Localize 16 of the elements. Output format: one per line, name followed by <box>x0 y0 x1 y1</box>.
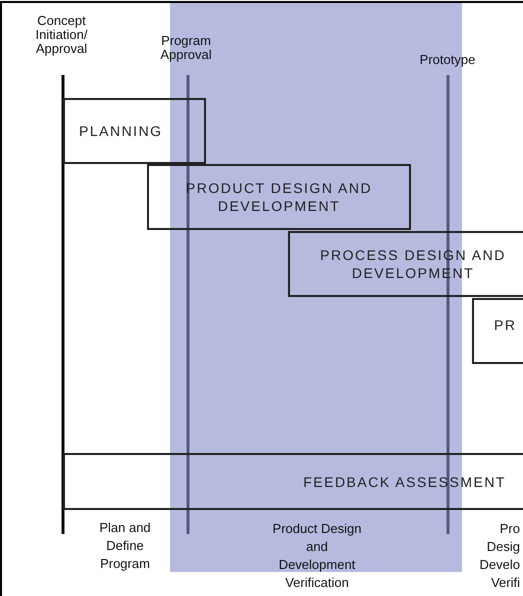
phase-box <box>63 98 206 164</box>
band-label: FEEDBACK ASSESSMENT <box>303 472 506 490</box>
phase-box <box>288 231 523 297</box>
phase-label: PROCESS DESIGN AND DEVELOPMENT <box>319 246 507 282</box>
feedback-band <box>63 453 523 510</box>
phase-label: PLANNING <box>79 122 163 140</box>
milestone-label: Program Approval <box>159 34 213 62</box>
phase-box <box>472 298 523 364</box>
phase-box <box>147 164 411 230</box>
phase-caption: Product Design and Development Verification <box>272 520 362 592</box>
milestone-label: Concept Initiation/ Approval <box>34 14 89 56</box>
phase-caption: Plan and Define Program <box>98 519 152 573</box>
phase-caption: Pro Desig Develo Verifi <box>478 520 520 592</box>
milestone-label: Prototype <box>418 53 476 67</box>
phase-label: PRODUCT DESIGN AND DEVELOPMENT <box>184 179 374 215</box>
phase-label: PR <box>494 316 516 334</box>
